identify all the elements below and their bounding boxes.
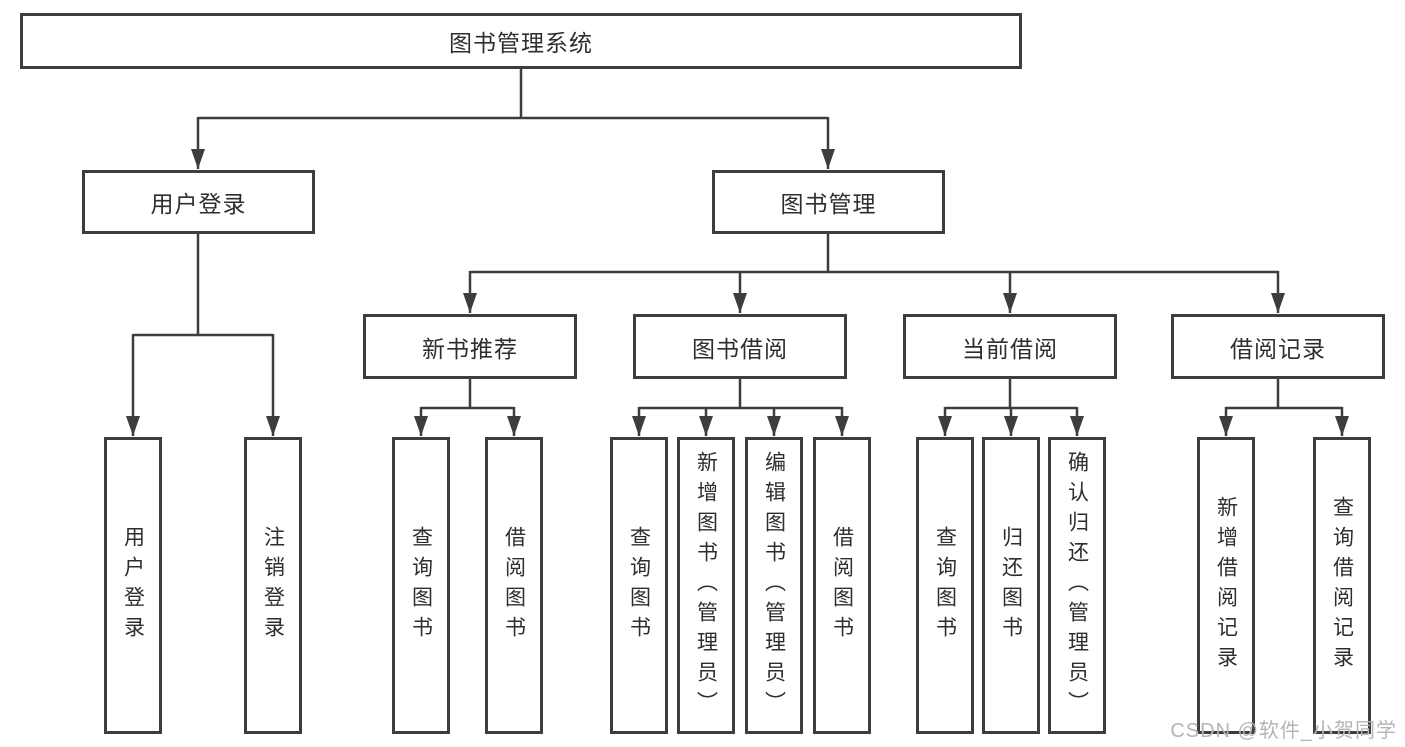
- leaf-borrow-books-recommend-label: 借阅图书: [502, 525, 526, 646]
- node-user-login-label: 用户登录: [150, 191, 247, 217]
- leaf-query-books-borrow: 查询图书: [610, 437, 668, 734]
- leaf-add-books-admin: 新增图书（管理员）: [677, 437, 735, 734]
- leaf-confirm-return-admin-label: 确认归还（管理员）: [1065, 450, 1089, 721]
- leaf-user-login-label: 用户登录: [121, 525, 145, 646]
- node-book-borrow: 图书借阅: [633, 314, 847, 379]
- leaf-add-borrow-record: 新增借阅记录: [1197, 437, 1255, 734]
- node-borrow-records-label: 借阅记录: [1230, 335, 1326, 362]
- leaf-confirm-return-admin: 确认归还（管理员）: [1048, 437, 1106, 734]
- leaf-logout: 注销登录: [244, 437, 302, 734]
- leaf-query-borrow-record-label: 查询借阅记录: [1330, 495, 1354, 676]
- leaf-edit-books-admin-label: 编辑图书（管理员）: [762, 450, 786, 721]
- leaf-query-books-current: 查询图书: [916, 437, 974, 734]
- leaf-query-books-recommend: 查询图书: [392, 437, 450, 734]
- leaf-add-books-admin-label: 新增图书（管理员）: [694, 450, 718, 721]
- leaf-borrow-books: 借阅图书: [813, 437, 871, 734]
- node-user-login: 用户登录: [82, 170, 315, 234]
- leaf-edit-books-admin: 编辑图书（管理员）: [745, 437, 803, 734]
- leaf-query-books-borrow-label: 查询图书: [627, 525, 651, 646]
- leaf-logout-label: 注销登录: [261, 525, 285, 646]
- leaf-return-books-label: 归还图书: [999, 525, 1023, 646]
- node-new-book-recommend: 新书推荐: [363, 314, 577, 379]
- node-book-management: 图书管理: [712, 170, 945, 234]
- leaf-query-borrow-record: 查询借阅记录: [1313, 437, 1371, 734]
- node-root-label: 图书管理系统: [449, 30, 593, 56]
- node-current-borrow-label: 当前借阅: [962, 335, 1058, 362]
- node-current-borrow: 当前借阅: [903, 314, 1117, 379]
- node-book-management-label: 图书管理: [780, 191, 877, 217]
- leaf-user-login: 用户登录: [104, 437, 162, 734]
- leaf-return-books: 归还图书: [982, 437, 1040, 734]
- leaf-borrow-books-label: 借阅图书: [830, 525, 854, 646]
- leaf-query-books-recommend-label: 查询图书: [409, 525, 433, 646]
- leaf-add-borrow-record-label: 新增借阅记录: [1214, 495, 1238, 676]
- leaf-borrow-books-recommend: 借阅图书: [485, 437, 543, 734]
- csdn-watermark: CSDN @软件_小贺同学: [1170, 720, 1397, 742]
- leaf-query-books-current-label: 查询图书: [933, 525, 957, 646]
- node-book-borrow-label: 图书借阅: [692, 335, 788, 362]
- node-root: 图书管理系统: [20, 13, 1022, 69]
- node-borrow-records: 借阅记录: [1171, 314, 1385, 379]
- node-new-book-recommend-label: 新书推荐: [422, 335, 518, 362]
